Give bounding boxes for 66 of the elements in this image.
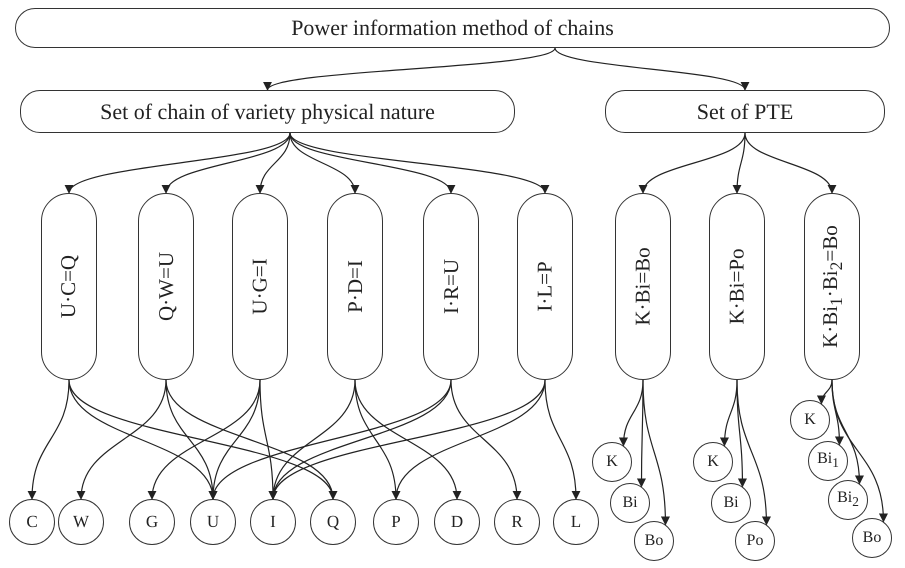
circle-node [250,499,296,545]
node-label: Bo [862,529,882,547]
circle-node [693,442,733,482]
circle-node [9,499,55,545]
node-label: Po [746,532,764,550]
node-label: Bi [723,494,739,512]
node-label: C [26,512,38,532]
arrow [165,380,336,500]
arrow [818,380,833,405]
circle-node [808,441,848,481]
arrow [744,132,834,194]
circle-node [373,499,419,545]
node-label: Q [326,512,340,532]
node-label: Bi [622,494,638,512]
circle-node [610,483,650,523]
circle-node [634,521,674,561]
node-label: U·G=I [248,258,272,315]
node-label: R [511,512,523,532]
rounded-box [20,90,515,133]
node-label: Bo [644,532,664,550]
node-label: Power information method of chains [291,15,614,41]
circle-node [190,499,236,545]
arrow [831,380,888,523]
node-label: K [707,453,719,471]
arrow [640,132,746,194]
circle-node [553,499,599,545]
node-label: Bi$_{1}$ [817,450,839,472]
node-label: K·Bi=Po [724,248,750,325]
rounded-box [15,8,890,48]
node-label: L [570,512,582,532]
arrow [393,380,546,500]
node-label: K·Bi=Bo [630,247,656,326]
node-label: Set of chain of variety physical nature [100,98,435,124]
node-label: I·R=U [438,259,464,314]
circle-node [494,499,540,545]
node-label: G [146,512,158,532]
circle-node [828,480,868,520]
circle-node [310,499,356,545]
circle-node [790,400,830,440]
node-label: Set of PTE [696,98,794,124]
arrow [148,380,261,500]
node-label: K [606,453,618,471]
circle-node [129,499,175,545]
rounded-box [605,90,885,133]
arrow [642,380,670,526]
arrow [544,380,580,500]
node-label: U·C=Q [56,254,82,318]
node-label: I [270,512,276,532]
node-label: P·D=I [342,260,368,313]
arrow [211,380,452,500]
node-label: U [206,512,220,532]
arrow [450,380,521,500]
circle-node [434,499,480,545]
node-label: D [450,512,464,532]
arrow [736,380,771,526]
node-label: W [72,512,90,532]
node-label: Bi$_{2}$ [837,489,859,511]
node-label: I·L=P [532,261,558,312]
circle-node [592,442,632,482]
circle-node [711,483,751,523]
node-label: Q·W=U [154,252,178,321]
circle-node [852,518,892,558]
node-label: P [391,512,401,532]
node-label: K [804,411,816,429]
circle-node [735,521,775,561]
circle-node [58,499,104,545]
